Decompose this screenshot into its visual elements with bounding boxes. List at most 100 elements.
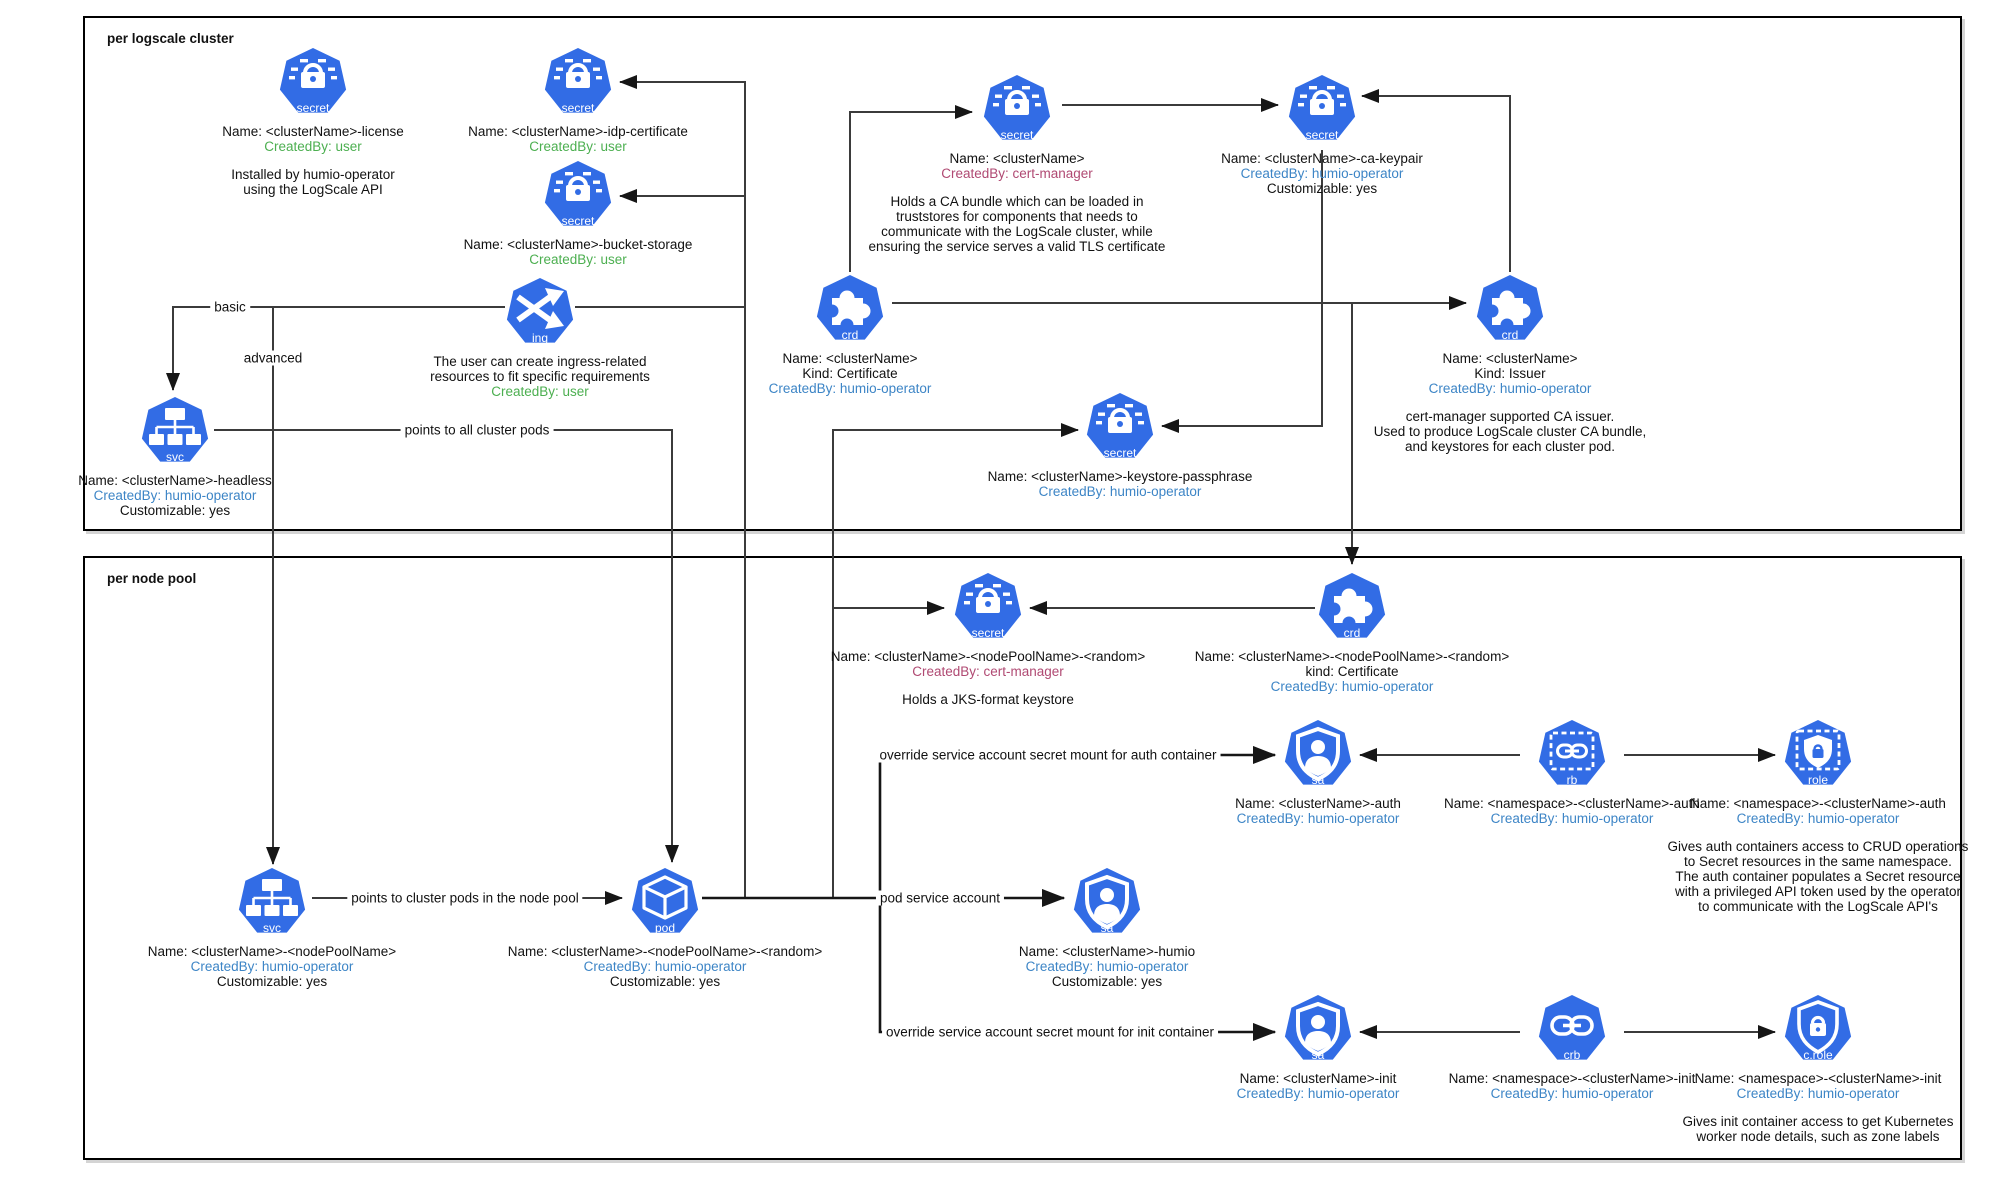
node-name-line: Name: <clusterName>-bucket-storage [463,237,693,252]
node-name-line: Name: <clusterName>-auth [1235,796,1401,811]
node-createdby-line: CreatedBy: humio-operator [93,488,257,503]
node-name-line: Name: <clusterName>-<nodePoolName>-<rand… [1194,649,1510,664]
node-secret-ca-keypair: secret Name: <clusterName>-ca-keypair Cr… [1102,73,1542,196]
service-icon: svc [138,395,212,469]
node-note-line: and keystores for each cluster pod. [1404,439,1616,454]
service-account-icon: sa [1281,993,1355,1067]
node-note-line: Used to produce LogScale cluster CA bund… [1373,424,1647,439]
node-createdby-line: CreatedBy: humio-operator [583,959,747,974]
node-name-line: Name: <namespace>-<clusterName>-auth [1690,796,1946,811]
node-name-line: Name: <clusterName>-<nodePoolName> [147,944,397,959]
node-crd-issuer: crd Name: <clusterName> Kind: Issuer Cre… [1290,273,1730,454]
node-createdby-line: CreatedBy: humio-operator [1270,679,1434,694]
crd-icon: crd [1315,571,1389,645]
group-box-logscale-cluster: per logscale cluster [83,16,1962,531]
node-createdby-line: CreatedBy: humio-operator [1736,1086,1900,1101]
node-name-line: Name: <clusterName>-humio [1018,944,1196,959]
icon-badge: secret [296,101,330,115]
ingress-icon: ing [503,276,577,350]
node-note-line: to communicate with the LogScale API's [1698,899,1938,914]
icon-badge: rb [1566,773,1578,787]
clusterrole-icon: c.role [1781,993,1855,1067]
icon-badge: secret [561,214,595,228]
node-secret-ca-bundle: secret Name: <clusterName> CreatedBy: ce… [797,73,1237,254]
node-name-line: Name: <clusterName>-idp-certificate [468,124,688,139]
connector-trunk-to-keystore-passphrase [832,423,1079,898]
node-customizable-line: Customizable: yes [216,974,328,989]
icon-badge: pod [654,921,676,935]
node-ingress: ing The user can create ingress-related … [320,276,760,399]
node-role-auth: role Name: <namespace>-<clusterName>-aut… [1598,718,1997,914]
crd-icon: crd [1473,273,1547,347]
crd-icon: crd [813,273,887,347]
node-createdby-line: CreatedBy: humio-operator [1490,811,1654,826]
node-createdby-line: CreatedBy: humio-operator [1236,1086,1400,1101]
secret-icon: secret [276,46,350,120]
pod-icon: pod [628,866,702,940]
icon-badge: secret [1000,128,1034,142]
group-title: per logscale cluster [107,31,234,46]
connector-pod-to-idp-secret [619,75,746,898]
icon-badge: sa [1311,773,1325,787]
node-note-line: The user can create ingress-related [433,354,647,369]
edge-label-points-to-all-cluster-pods: points to all cluster pods [400,422,554,438]
node-note-line: communicate with the LogScale cluster, w… [881,224,1153,239]
node-createdby-line: CreatedBy: humio-operator [1240,166,1404,181]
icon-badge: secret [1103,446,1137,460]
node-note-line: using the LogScale API [243,182,383,197]
node-customizable-line: Customizable: yes [1266,181,1378,196]
group-box-node-pool: per node pool [83,556,1962,1160]
node-note-line: resources to fit specific requirements [430,369,650,384]
node-rolebinding-auth: rb Name: <namespace>-<clusterName>-auth … [1352,718,1792,826]
node-note-line: The auth container populates a Secret re… [1675,869,1961,884]
node-createdby-line: CreatedBy: humio-operator [1490,1086,1654,1101]
node-name-line: Name: <namespace>-<clusterName>-init [1694,1071,1942,1086]
node-customizable-line: Customizable: yes [609,974,721,989]
node-name-line: Name: <namespace>-<clusterName>-auth [1444,796,1700,811]
node-note-line: Holds a CA bundle which can be loaded in [890,194,1144,209]
node-name-line: Name: <clusterName>-keystore-passphrase [987,469,1253,484]
node-createdby-line: CreatedBy: cert-manager [912,664,1064,679]
node-createdby-line: CreatedBy: humio-operator [1236,811,1400,826]
node-sa-humio: sa Name: <clusterName>-humio CreatedBy: … [887,866,1327,989]
icon-badge: secret [971,626,1005,640]
node-crd-certificate: crd Name: <clusterName> Kind: Certificat… [630,273,1070,396]
node-note-line: Installed by humio-operator [231,167,395,182]
icon-badge: ing [531,331,548,345]
node-crd-nodepool-certificate: crd Name: <clusterName>-<nodePoolName>-<… [1132,571,1572,694]
node-kind-line: Kind: Certificate [802,366,898,381]
icon-badge: svc [166,450,184,464]
node-secret-license: secret Name: <clusterName>-license Creat… [93,46,533,197]
node-kind-line: Kind: Issuer [1474,366,1546,381]
group-title: per node pool [107,571,197,586]
node-name-line: Name: <clusterName> [782,351,918,366]
secret-icon: secret [980,73,1054,147]
icon-badge: crd [1501,328,1519,342]
edge-label-basic: basic [210,299,250,315]
secret-icon: secret [951,571,1025,645]
connector-keypair-to-keystore-passphrase [1161,150,1323,433]
edge-label-advanced: advanced [239,350,307,366]
connector-ing-basic-to-headless-svc [166,306,505,391]
node-createdby-line: CreatedBy: humio-operator [1038,484,1202,499]
node-createdby-line: CreatedBy: user [491,384,589,399]
icon-badge: crd [841,328,859,342]
node-customizable-line: Customizable: yes [119,503,231,518]
node-note-line: Gives auth containers access to CRUD ope… [1667,839,1969,854]
connector-crdcert-to-ca-secret [849,105,973,272]
node-name-line: Name: <clusterName>-init [1239,1071,1397,1086]
clusterrolebinding-icon: crb [1535,993,1609,1067]
node-pod: pod Name: <clusterName>-<nodePoolName>-<… [445,866,885,989]
node-createdby-line: CreatedBy: humio-operator [1736,811,1900,826]
edge-label-override-auth-mount: override service account secret mount fo… [875,747,1221,763]
node-note-line: with a privileged API token used by the … [1675,884,1961,899]
node-name-line: Name: <clusterName>-license [222,124,404,139]
node-createdby-line: CreatedBy: humio-operator [190,959,354,974]
node-secret-bucket-storage: secret Name: <clusterName>-bucket-storag… [358,159,798,267]
icon-badge: role [1807,773,1828,787]
secret-icon: secret [541,159,615,233]
edge-label-override-init-mount: override service account secret mount fo… [882,1024,1218,1040]
connector-issuer-to-keypair [1361,89,1511,272]
node-createdby-line: CreatedBy: humio-operator [1428,381,1592,396]
node-createdby-line: CreatedBy: user [529,252,627,267]
